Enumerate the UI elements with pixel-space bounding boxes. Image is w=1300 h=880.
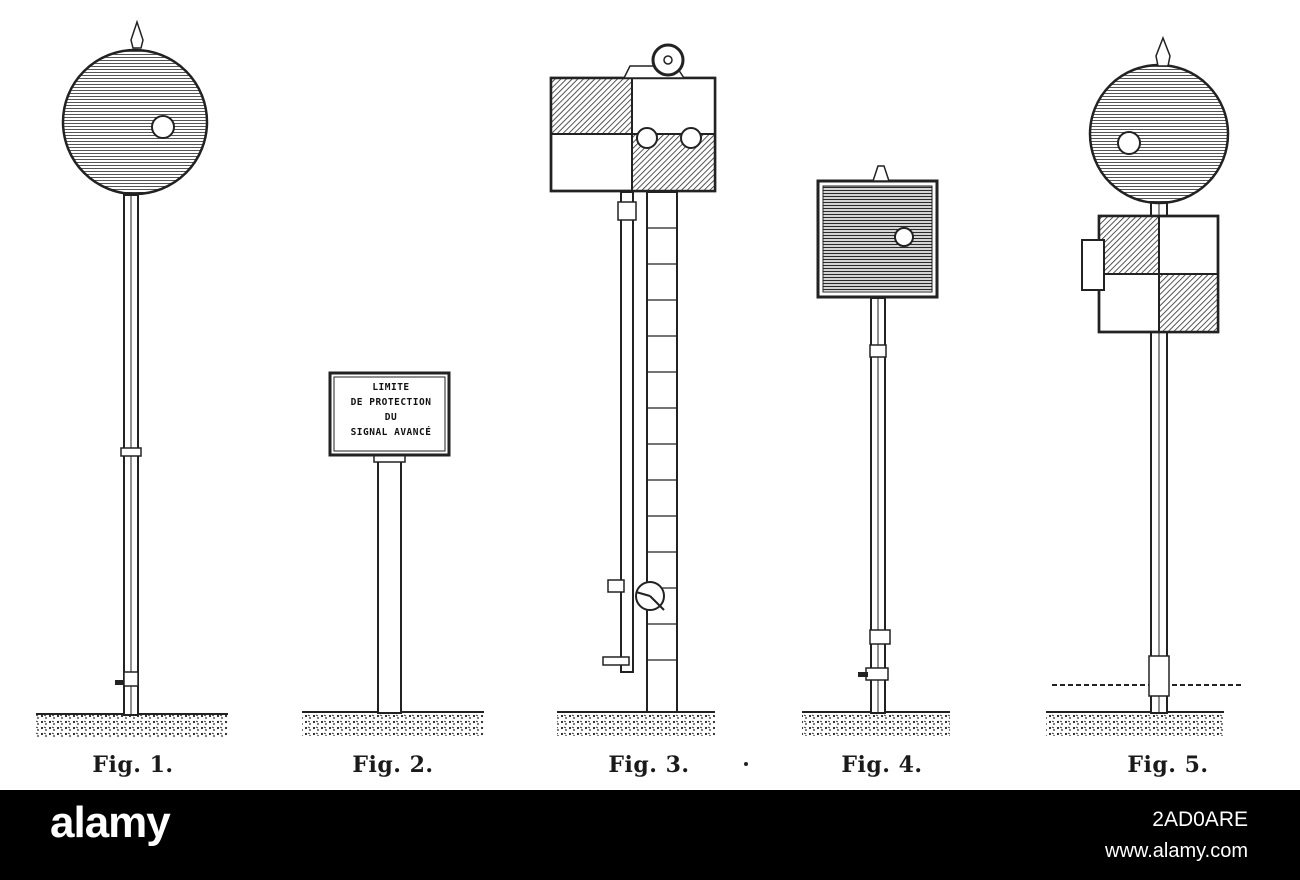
lamp-opening [151, 115, 175, 139]
ground-strip [557, 712, 715, 736]
lamp-opening [636, 127, 658, 149]
figure-1-disc-signal [36, 19, 228, 738]
figure-2-limit-sign [302, 371, 484, 736]
ground-strip [802, 712, 950, 736]
stray-dot [744, 762, 748, 766]
lamp-opening [680, 127, 702, 149]
ladder [646, 191, 678, 713]
finial [1155, 35, 1171, 67]
finial [130, 19, 144, 49]
watermark-footer [0, 790, 1300, 880]
engraving-plate [36, 19, 1244, 738]
sign-line: SIGNAL AVANCÉ [350, 427, 432, 438]
brand-logo: alamy [50, 798, 171, 847]
figure-5-disc-and-checkered-signal [1046, 35, 1244, 736]
sign-post [377, 456, 402, 714]
sign-line: DE PROTECTION [350, 397, 432, 408]
lantern [1081, 239, 1105, 291]
site-url: www.alamy.com [1105, 840, 1248, 862]
lamp-opening [894, 227, 914, 247]
ground-strip [1046, 712, 1224, 736]
ground-strip [302, 712, 484, 736]
sign-inscription: LIMITE DE PROTECTION DU SIGNAL AVANCÉ [333, 380, 449, 440]
signal-post [620, 191, 634, 673]
sign-line: LIMITE [372, 382, 410, 393]
figure-4-caption: Fig. 4. [841, 752, 923, 778]
figure-3-caption: Fig. 3. [608, 752, 690, 778]
figure-1-caption: Fig. 1. [92, 752, 174, 778]
image-id: 2AD0ARE [1152, 808, 1248, 831]
figure-3-checkered-signal [549, 43, 717, 736]
sign-line: DU [384, 412, 398, 423]
figure-4-square-signal [802, 165, 950, 736]
ground-strip [36, 714, 228, 738]
signal-disc [1088, 63, 1230, 205]
finial [871, 165, 891, 182]
lamp-opening [1117, 131, 1141, 155]
signal-disc [61, 48, 209, 196]
figure-5-caption: Fig. 5. [1127, 752, 1209, 778]
sign-board [328, 371, 451, 457]
figure-2-caption: Fig. 2. [352, 752, 434, 778]
